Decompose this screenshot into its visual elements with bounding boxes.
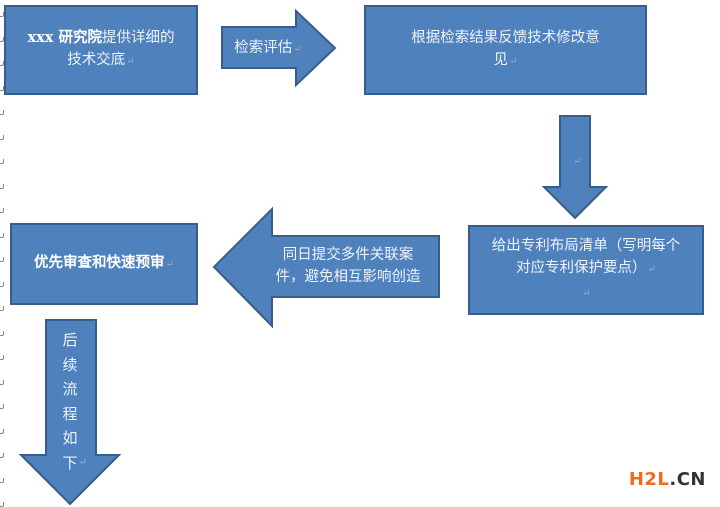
arrow3-text-line2: 件，避免相互影响创造 <box>275 269 421 285</box>
paragraph-mark-icon <box>0 355 4 360</box>
step3-text-line1: 给出专利布局清单（写明每个 <box>491 238 681 254</box>
paragraph-mark-icon <box>0 404 4 409</box>
h2l-watermark-logo: H2L.CN <box>629 469 706 490</box>
logo-part-h2l: H2L <box>628 469 670 490</box>
return-mark-icon: ↵ <box>165 259 174 270</box>
step-box-technical-disclosure: xxx 研究院提供详细的 技术交底↵ <box>4 5 198 95</box>
step-box-revise-feedback: 根据检索结果反馈技术修改意 见↵ <box>364 5 647 95</box>
paragraph-mark-icon <box>0 257 4 262</box>
paragraph-mark-icon <box>0 281 4 287</box>
search-evaluation-text: 检索评估 <box>234 40 293 56</box>
paragraph-mark-icon <box>0 306 4 311</box>
arrow4-char: 后 <box>62 331 78 349</box>
paragraph-mark-icon <box>0 85 4 91</box>
paragraph-mark-icon <box>0 330 4 336</box>
return-mark-icon: ↵ <box>78 456 87 468</box>
step1-text-line1: 提供详细的 <box>101 30 175 46</box>
return-mark-icon: ↵ <box>573 156 582 167</box>
arrow4-char: 程 <box>62 404 78 423</box>
return-mark-icon: ↵ <box>582 288 591 299</box>
institute-name: xxx 研究院 <box>27 29 102 46</box>
paragraph-mark-icon <box>0 232 4 238</box>
arrow4-char: 下↵ <box>58 451 86 476</box>
paragraph-mark-icon <box>0 208 4 213</box>
arrow4-char: 如 <box>62 429 78 447</box>
arrow3-text-line1: 同日提交多件关联案 <box>282 247 414 263</box>
paragraph-mark-icon <box>0 183 4 189</box>
paragraph-mark-icon <box>0 134 4 140</box>
step2-text-line2: 见 <box>493 52 509 68</box>
paragraph-mark-icon <box>0 61 4 66</box>
paragraph-mark-icon <box>0 36 4 42</box>
arrow3-label: 同日提交多件关联案 件，避免相互影响创造 <box>258 244 438 288</box>
step1-text-line2: 技术交底 <box>67 52 126 68</box>
paragraph-mark-icon <box>0 12 4 17</box>
step3-text-line2: 对应专利保护要点） <box>516 260 647 276</box>
arrow1-label: 检索评估↵ <box>226 37 310 61</box>
return-mark-icon: ↵ <box>293 44 302 55</box>
return-mark-icon: ↵ <box>509 56 518 67</box>
paragraph-mark-icon <box>0 477 4 483</box>
logo-part-cn: .CN <box>669 469 706 490</box>
paragraph-mark-icon <box>0 379 4 385</box>
paragraph-mark-icon <box>0 453 4 458</box>
step2-text-line1: 根据检索结果反馈技术修改意 <box>411 30 600 46</box>
step-box-patent-layout-list: 给出专利布局清单（写明每个 对应专利保护要点）↵ ↵ <box>468 225 704 315</box>
paragraph-mark-icon <box>0 159 4 164</box>
step-box-priority-examination: 优先审查和快速预审↵ <box>10 223 198 305</box>
return-mark-icon: ↵ <box>647 264 656 275</box>
arrow4-char: 续 <box>62 355 78 374</box>
paragraph-mark-icon <box>0 110 4 115</box>
arrow4-vertical-label: 后 续 流 程 如 下↵ <box>58 328 86 476</box>
step4-label: 优先审查和快速预审 <box>34 254 165 271</box>
paragraph-mark-icon <box>0 428 4 434</box>
return-mark-icon: ↵ <box>126 56 135 67</box>
arrow4-last-char: 下 <box>62 453 78 472</box>
arrow4-char: 流 <box>62 380 78 398</box>
